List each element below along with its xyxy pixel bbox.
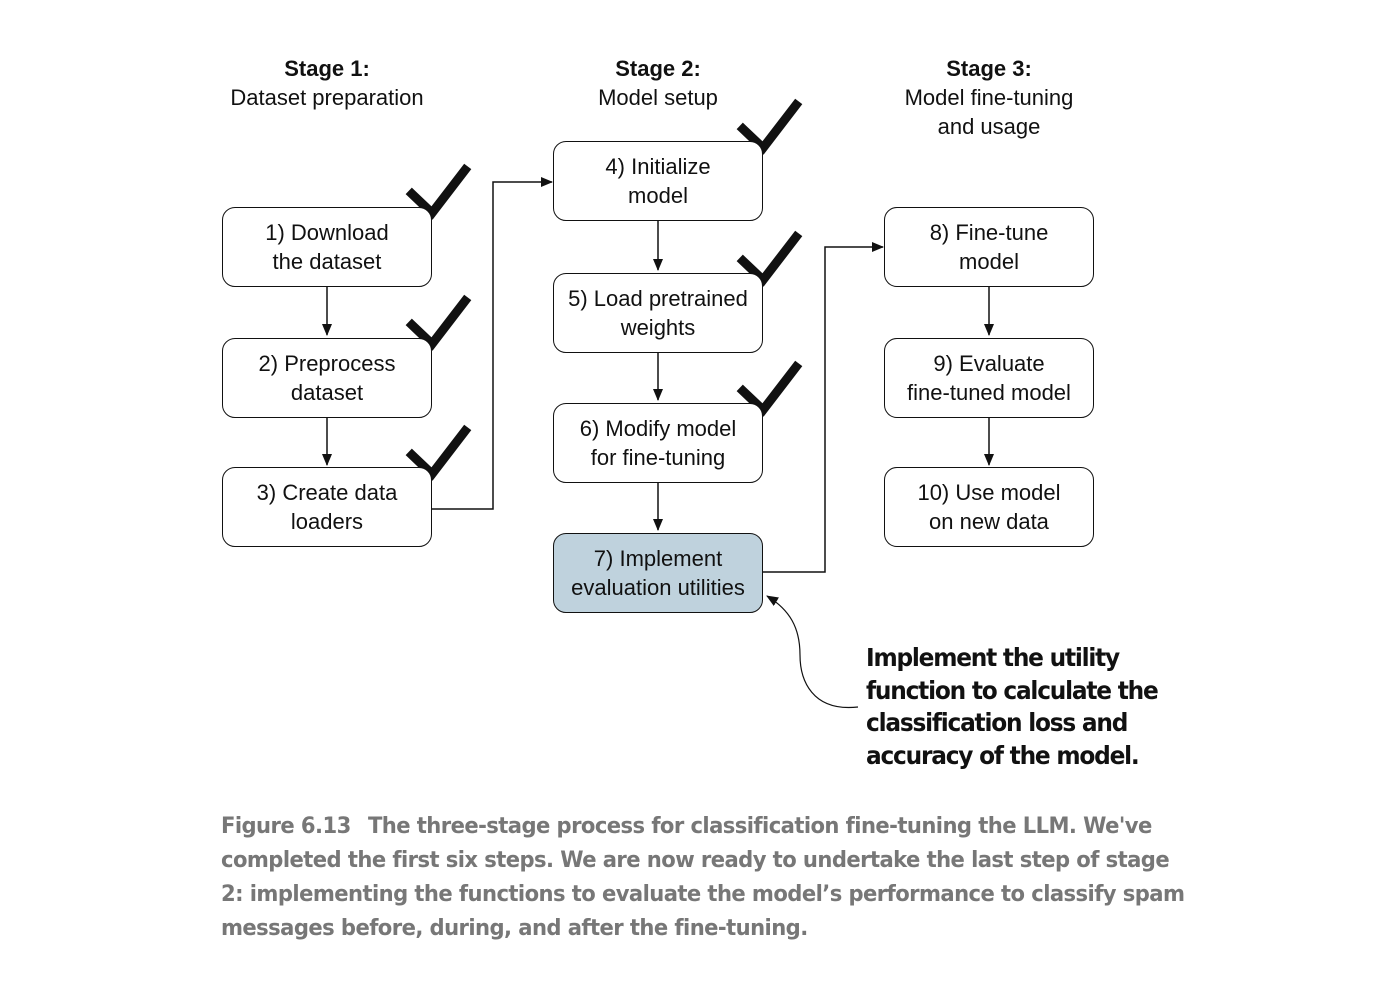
- check-mark-icon: [736, 230, 803, 287]
- stage-2-title: Stage 2:: [615, 56, 701, 81]
- stage-2-subtitle: Model setup: [598, 85, 718, 110]
- step-2-preprocess-dataset: 2) Preprocess dataset: [222, 338, 432, 418]
- caption-text: The three-stage process for classificati…: [221, 814, 1185, 941]
- check-mark-icon: [736, 98, 803, 155]
- step-8-fine-tune-model: 8) Fine-tune model: [884, 207, 1094, 287]
- step-label: 5) Load pretrained weights: [568, 286, 748, 340]
- step-label: 7) Implement evaluation utilities: [571, 546, 745, 600]
- step-label: 9) Evaluate fine-tuned model: [907, 351, 1071, 405]
- stage-3-subtitle: Model fine-tuning and usage: [904, 85, 1074, 139]
- check-mark-icon: [736, 360, 803, 417]
- step-label: 2) Preprocess dataset: [258, 351, 396, 405]
- callout-pointer: [766, 595, 859, 709]
- step-label: 6) Modify model for fine-tuning: [579, 416, 737, 470]
- step-label: 1) Download the dataset: [265, 220, 389, 274]
- step-label: 10) Use model on new data: [917, 480, 1061, 534]
- step-6-modify-model: 6) Modify model for fine-tuning: [553, 403, 763, 483]
- step-10-use-model-on-new-data: 10) Use model on new data: [884, 467, 1094, 547]
- connector-3-to-4: [432, 177, 553, 510]
- step-label: 3) Create data loaders: [256, 480, 398, 534]
- callout-annotation: Implement the utility function to calcul…: [866, 643, 1159, 770]
- step-label: 4) Initialize model: [605, 154, 711, 208]
- stage-1-title: Stage 1:: [284, 56, 370, 81]
- step-7-implement-evaluation-utilities: 7) Implement evaluation utilities: [553, 533, 763, 613]
- check-mark-icon: [405, 163, 472, 220]
- step-1-download-dataset: 1) Download the dataset: [222, 207, 432, 287]
- stage-1-subtitle: Dataset preparation: [230, 85, 424, 110]
- step-3-create-data-loaders: 3) Create data loaders: [222, 467, 432, 547]
- step-9-evaluate-fine-tuned-model: 9) Evaluate fine-tuned model: [884, 338, 1094, 418]
- stage-1-header: Stage 1: Dataset preparation: [197, 54, 457, 112]
- stage-2-header: Stage 2: Model setup: [528, 54, 788, 112]
- step-label: 8) Fine-tune model: [929, 220, 1049, 274]
- connector-7-to-8: [763, 242, 884, 573]
- step-5-load-pretrained-weights: 5) Load pretrained weights: [553, 273, 763, 353]
- check-mark-icon: [405, 424, 472, 481]
- stage-3-header: Stage 3: Model fine-tuning and usage: [859, 54, 1119, 141]
- stage-3-title: Stage 3:: [946, 56, 1032, 81]
- figure-label: Figure 6.13: [221, 814, 351, 839]
- step-4-initialize-model: 4) Initialize model: [553, 141, 763, 221]
- check-mark-icon: [405, 294, 472, 351]
